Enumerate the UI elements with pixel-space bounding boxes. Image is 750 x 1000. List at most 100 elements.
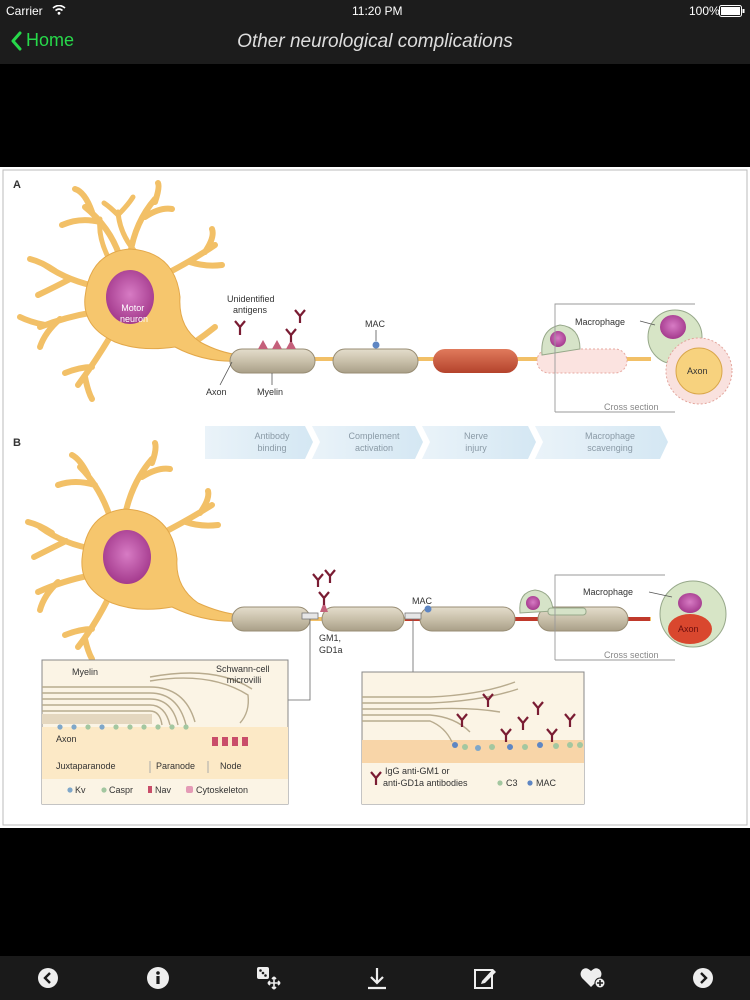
myelin-segment-b3 [419, 606, 516, 632]
igg-legend-label: IgG anti-GM1 or anti-GD1a antibodies [383, 766, 468, 788]
carrier-label: Carrier [6, 4, 43, 18]
nav-channels-left [212, 737, 248, 746]
gm1-antigen-b [320, 602, 328, 612]
edit-note-button[interactable] [470, 963, 500, 993]
legend-c3: C3 [506, 778, 518, 788]
myelin-lamellae-left [42, 672, 253, 726]
macrophage-label-b: Macrophage [583, 587, 633, 597]
random-move-button[interactable] [253, 963, 283, 993]
favorite-add-icon [580, 968, 606, 989]
cross-axon-b [668, 614, 712, 644]
legend-antibody-icon [370, 771, 382, 785]
back-arrow-icon [38, 968, 58, 988]
injured-segment-a [433, 349, 518, 373]
inset-leader-left [288, 619, 311, 701]
nucleus-b [103, 530, 151, 584]
legend-kv: Kv [75, 785, 86, 795]
panel-b-letter: B [13, 437, 21, 449]
cross-section-label-a: Cross section [604, 402, 659, 412]
inset-myelin-label: Myelin [72, 667, 98, 677]
cross-section-box-a [554, 303, 695, 412]
previous-button[interactable] [33, 963, 63, 993]
clock: 11:20 PM [352, 4, 403, 18]
channel-dots-left [57, 724, 189, 730]
antibody-icon-a3 [294, 309, 306, 323]
legend-nav: Nav [155, 785, 172, 795]
inset-left-legend-bg [42, 779, 288, 804]
myelin-segment-a1 [229, 348, 316, 374]
macrophage-extension-b [547, 607, 587, 616]
battery-icon [719, 5, 745, 17]
unidentified-antigens-label: Unidentified antigens [227, 294, 277, 315]
node-marker-b2 [404, 612, 422, 620]
download-button[interactable] [362, 963, 392, 993]
antibody-icon-b1 [318, 591, 330, 605]
axon-label-a: Axon [206, 387, 227, 397]
cross-section-box-b [554, 574, 665, 660]
cross-axon-a [675, 347, 723, 395]
antibody-icon-a1 [285, 328, 297, 342]
legend-caspr: Caspr [109, 785, 133, 795]
antigens-a [258, 340, 296, 349]
edit-note-icon [474, 969, 496, 989]
panel-a: A Motor neuron [13, 179, 733, 413]
chevron-left-icon [11, 31, 22, 50]
step-arrow-2 [312, 426, 423, 459]
myelin-label-a: Myelin [257, 387, 283, 397]
figure-image[interactable]: A Motor neuron [0, 167, 750, 828]
favorite-add-button[interactable] [578, 963, 608, 993]
macrophage-leader-a [639, 320, 656, 326]
complement-dots-right [452, 742, 583, 751]
mac-complex-b [424, 605, 432, 613]
macrophage-nucleus-b [526, 596, 540, 610]
macrophage-leader-b [648, 591, 673, 598]
gm1-label: GM1, GD1a [319, 633, 344, 655]
forward-arrow-icon [693, 968, 713, 988]
nucleus-a [106, 270, 154, 324]
mac-label-b: MAC [412, 596, 433, 606]
home-label: Home [26, 30, 75, 50]
inset-node-of-ranvier: Myelin Schwann-cell microvilli Axon Juxt… [41, 659, 289, 805]
next-button[interactable] [688, 963, 718, 993]
wifi-icon [52, 5, 66, 15]
info-button[interactable] [143, 963, 173, 993]
juxtaparanode-label: Juxtaparanode [56, 761, 116, 771]
schwann-label: Schwann-cell microvilli [216, 664, 272, 685]
myelin-segment-a2 [332, 348, 419, 374]
inset-antibody-attack: IgG anti-GM1 or anti-GD1a antibodies C3 … [361, 671, 585, 805]
dice-move-icon [257, 967, 281, 990]
myelin-segment-b2 [321, 606, 405, 632]
macrophage-label-a: Macrophage [575, 317, 625, 327]
download-icon [368, 968, 386, 990]
axon-cross-label-a: Axon [687, 366, 708, 376]
myelin-segment-b1 [231, 606, 311, 632]
bottom-toolbar [0, 956, 750, 1000]
cross-macrophage-nucleus-b [678, 593, 702, 613]
legend-mac: MAC [536, 778, 557, 788]
neuron-dendrites-a [17, 180, 225, 402]
antibodies-right [456, 693, 576, 742]
axon-cross-label-b: Axon [678, 624, 699, 634]
status-bar: Carrier 11:20 PM 100% [0, 0, 750, 22]
paranode-label: Paranode [156, 761, 195, 771]
battery-percent: 100% [689, 4, 720, 18]
cross-macrophage-nucleus-a [660, 315, 686, 339]
mac-label-a: MAC [365, 319, 386, 329]
step-arrow-4 [535, 426, 668, 459]
panel-b: B MAC GM1, GD1a [13, 437, 727, 805]
page-title: Other neurological complications [237, 31, 513, 52]
mac-complex-a [372, 341, 380, 349]
cross-section-label-b: Cross section [604, 650, 659, 660]
legend-cytoskeleton: Cytoskeleton [196, 785, 248, 795]
macrophage-nucleus-a [550, 331, 566, 347]
inset-axon-label: Axon [56, 734, 77, 744]
home-back-button[interactable]: Home [10, 30, 74, 51]
navigation-bar: Home Other neurological complications [0, 22, 750, 64]
node-label: Node [220, 761, 242, 771]
motor-neuron-label: Motor neuron [120, 303, 148, 324]
node-marker-b1 [301, 612, 319, 620]
